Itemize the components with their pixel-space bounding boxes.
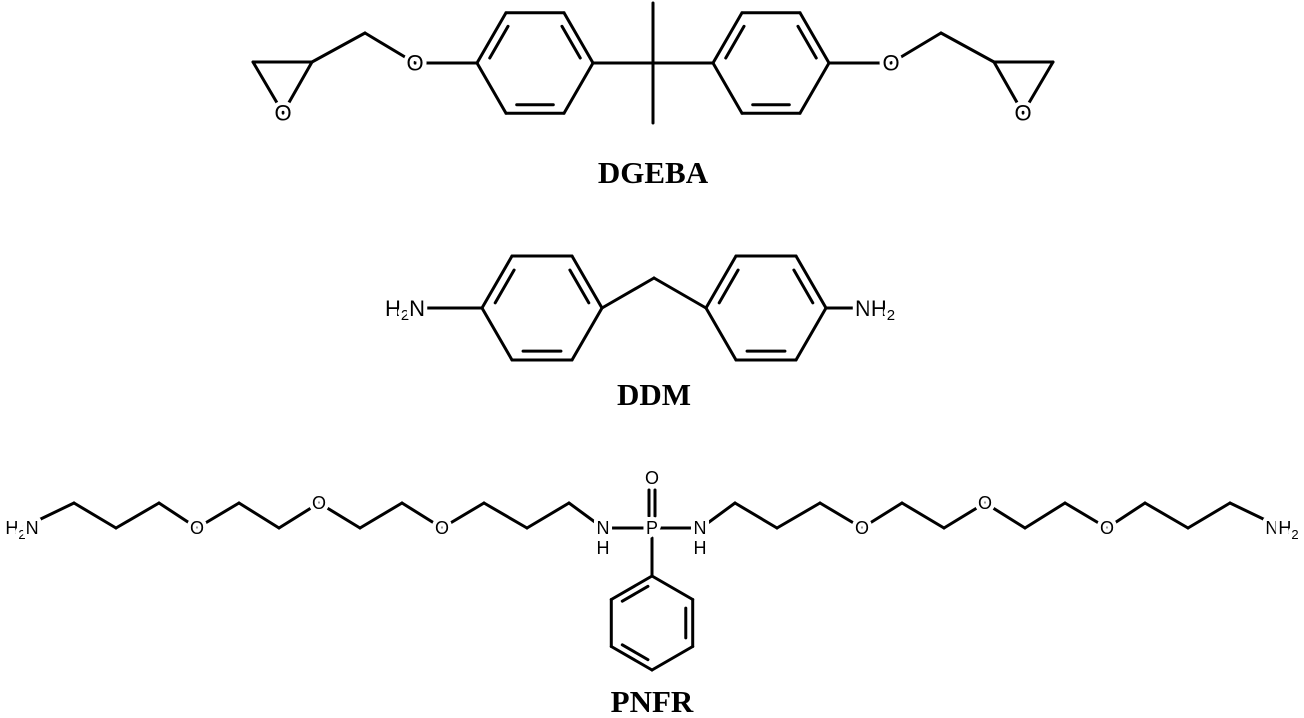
dgeba-epoxide (281, 60, 314, 115)
pnfr-phenyl-ring-bond (609, 574, 654, 601)
pnfr-ether-oxygen: O (435, 518, 449, 538)
pnfr-chain (1063, 501, 1109, 530)
dgeba-benzene-ring-bond (475, 61, 508, 115)
dgeba-benzene-ring-bond (798, 61, 831, 115)
pnfr-ether-oxygen: O (855, 518, 869, 538)
pnfr-chain (900, 501, 946, 530)
ddm-benzene-double-bond (493, 268, 516, 305)
pnfr-nh-nitrogen-right: N (694, 518, 707, 538)
pnfr-chain (818, 501, 864, 530)
dgeba-benzene-double-bond (488, 24, 510, 60)
pnfr-chain (317, 501, 362, 530)
dgeba-epoxide-oxygen-right: O (1014, 101, 1031, 126)
dgeba-caption: DGEBA (598, 155, 709, 190)
dgeba-benzene-double-bond (724, 24, 746, 60)
dgeba-benzene-ring-bond (562, 11, 595, 65)
pnfr-ether-oxygen: O (312, 493, 326, 513)
pnfr-chain (567, 501, 605, 530)
pnfr-ether-oxygen: O (978, 493, 992, 513)
dgeba-chain (363, 31, 417, 65)
ddm-benzene-ring-bond (480, 254, 514, 310)
pnfr-nh-hydrogen-left: H (597, 538, 610, 558)
dgeba-epoxide (1021, 60, 1055, 115)
dgeba-ether-oxygen-right: O (882, 51, 899, 76)
pnfr-chain (1105, 501, 1147, 530)
pnfr-chain (20, 501, 76, 530)
ddm-benzene-ring-bond (794, 254, 828, 310)
pnfr-chain (277, 501, 321, 530)
pnfr-chain (358, 501, 404, 530)
dgeba-benzene-ring-bond (562, 61, 595, 115)
pnfr-chain (983, 501, 1027, 530)
pnfr-chain (699, 501, 737, 530)
dgeba-ether-oxygen-left: O (406, 51, 423, 76)
pnfr-chain (482, 501, 529, 530)
dgeba-benzene-ring-bond (798, 11, 831, 65)
pnfr-nh-nitrogen-left: N (597, 518, 610, 538)
dgeba-chain (889, 31, 943, 65)
pnfr-chain (114, 501, 161, 530)
ddm-benzene-ring-bond (480, 306, 514, 362)
atom-labels: O O O O H2N NH2 H2N O O O N H P O N H O … (1, 47, 1302, 563)
ddm-benzene-ring-bond (704, 306, 738, 362)
dgeba-benzene-double-bond (560, 24, 582, 60)
bond-layer (20, 1, 1284, 672)
dgeba-benzene-double-bond (796, 24, 818, 60)
pnfr-chain (400, 501, 444, 530)
dgeba-epoxide (251, 60, 285, 115)
pnfr-chain (1023, 501, 1067, 530)
ddm-amine-right: NH2 (855, 296, 895, 324)
ddm-methylene (652, 276, 708, 310)
dgeba-benzene-ring-bond (711, 61, 744, 115)
pnfr-chain (1228, 501, 1284, 530)
ddm-benzene-ring-bond (570, 306, 604, 362)
dgeba-chain (310, 31, 367, 64)
pnfr-ether-oxygen: O (1100, 518, 1114, 538)
pnfr-chain (72, 501, 118, 530)
pnfr-chain (775, 501, 822, 530)
pnfr-phenyl-ring-bond (609, 645, 654, 672)
pnfr-phosphoryl-oxygen: O (645, 468, 659, 488)
dgeba-chain (939, 31, 996, 64)
pnfr-caption: PNFR (611, 684, 694, 718)
ddm-methylene (600, 276, 656, 310)
dgeba-benzene-ring-bond (711, 11, 744, 65)
dgeba-epoxide-oxygen-left: O (274, 101, 291, 126)
pnfr-chain (195, 501, 241, 530)
pnfr-phenyl-ring-bond (650, 645, 695, 672)
pnfr-chain (1143, 501, 1190, 530)
pnfr-phenyl-double-bond (620, 643, 650, 662)
ddm-benzene-ring-bond (570, 254, 604, 310)
pnfr-chain (860, 501, 904, 530)
ddm-amine-left: H2N (385, 296, 425, 324)
pnfr-chain (733, 501, 779, 530)
pnfr-amine-right: NH2 (1265, 518, 1298, 542)
ddm-caption: DDM (617, 377, 691, 412)
pnfr-amine-left: H2N (5, 518, 38, 542)
pnfr-chain (440, 501, 486, 530)
pnfr-phenyl-ring-bond (650, 574, 695, 601)
ddm-benzene-ring-bond (704, 254, 738, 310)
pnfr-ether-oxygen: O (190, 518, 204, 538)
pnfr-chain (237, 501, 281, 530)
pnfr-chain (157, 501, 199, 530)
dgeba-epoxide (992, 60, 1025, 115)
pnfr-phenyl-double-bond (620, 584, 650, 603)
dgeba-benzene-ring-bond (475, 11, 508, 65)
pnfr-nh-hydrogen-right: H (694, 538, 707, 558)
ddm-benzene-ring-bond (794, 306, 828, 362)
ddm-benzene-double-bond (568, 268, 591, 305)
pnfr-chain (942, 501, 987, 530)
pnfr-chain (525, 501, 571, 530)
ddm-benzene-double-bond (717, 268, 740, 305)
pnfr-chain (1186, 501, 1232, 530)
ddm-benzene-double-bond (792, 268, 815, 305)
pnfr-phosphorus: P (646, 518, 658, 538)
